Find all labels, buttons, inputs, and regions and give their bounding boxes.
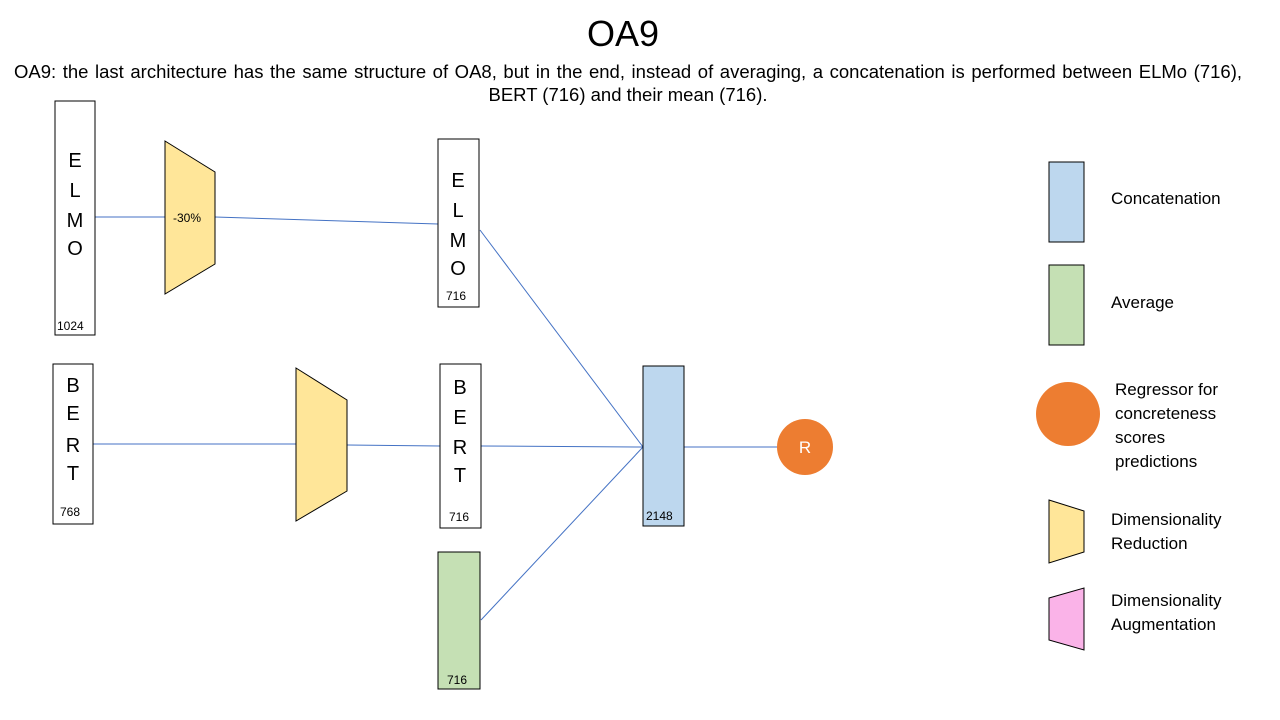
connector-bert-716-to-concat bbox=[480, 445, 644, 448]
legend-augmentation-label: Dimensionality Augmentation bbox=[1111, 591, 1222, 634]
elmo-input-letter: M bbox=[67, 210, 84, 232]
connector-reducer-to-bert-716 bbox=[346, 444, 441, 447]
elmo-reduced-block: E L M O 716 bbox=[437, 138, 480, 308]
legend-concatenation-label: Concatenation bbox=[1111, 189, 1221, 208]
regressor-label: R bbox=[799, 438, 811, 457]
bert-reduced-letter: E bbox=[453, 407, 466, 429]
connector-mean-to-concat bbox=[480, 446, 644, 621]
connector-elmo-716-to-concat bbox=[479, 229, 644, 448]
connector-reducer-to-elmo-716 bbox=[214, 216, 439, 225]
concat-block: 2148 bbox=[642, 365, 685, 527]
elmo-reduced-letter: L bbox=[452, 200, 463, 222]
legend-regressor-label: Regressor for concreteness scores predic… bbox=[1115, 380, 1218, 471]
elmo-input-letter: E bbox=[68, 150, 81, 172]
bert-input-dim: 768 bbox=[60, 505, 80, 519]
bert-reduced-letter: B bbox=[453, 377, 466, 399]
slide-title: OA9 bbox=[586, 13, 660, 54]
elmo-reduction-trapezoid: -30% bbox=[164, 140, 216, 295]
legend-average-label: Average bbox=[1111, 293, 1175, 312]
elmo-reduced-letter: E bbox=[451, 170, 464, 192]
legend-reduction-swatch bbox=[1048, 499, 1085, 564]
bert-reduction-trapezoid bbox=[295, 367, 348, 522]
mean-block: 716 bbox=[437, 551, 481, 690]
elmo-reduced-letter: M bbox=[450, 230, 467, 252]
bert-reduced-block: B E R T 716 bbox=[439, 363, 482, 529]
bert-reduced-letter: T bbox=[454, 465, 466, 487]
elmo-reduction-label: -30% bbox=[173, 211, 201, 225]
bert-input-letter: E bbox=[66, 403, 79, 425]
legend-average-swatch bbox=[1048, 264, 1085, 346]
bert-reduced-dim: 716 bbox=[449, 510, 469, 524]
elmo-input-block: E L M O 1024 bbox=[54, 100, 96, 336]
elmo-input-letter: L bbox=[69, 180, 80, 202]
bert-input-letter: B bbox=[66, 375, 79, 397]
mean-dim: 716 bbox=[447, 673, 467, 687]
regressor-node: R bbox=[777, 419, 833, 475]
elmo-input-dim: 1024 bbox=[57, 319, 84, 333]
legend-reduction-label: Dimensionality Reduction bbox=[1111, 510, 1222, 553]
connectors bbox=[93, 216, 778, 621]
concat-dim: 2148 bbox=[646, 509, 673, 523]
elmo-reduced-dim: 716 bbox=[446, 289, 466, 303]
bert-input-block: B E R T 768 bbox=[52, 363, 94, 525]
legend-regressor-swatch bbox=[1036, 382, 1100, 446]
slide-description: OA9: the last architecture has the same … bbox=[14, 61, 1242, 105]
bert-input-letter: R bbox=[66, 435, 80, 457]
bert-reduced-letter: R bbox=[453, 437, 467, 459]
legend bbox=[1036, 161, 1100, 651]
bert-input-letter: T bbox=[67, 463, 79, 485]
elmo-reduced-letter: O bbox=[450, 258, 466, 280]
legend-augmentation-swatch bbox=[1048, 587, 1085, 651]
elmo-input-letter: O bbox=[67, 238, 83, 260]
legend-concatenation-swatch bbox=[1048, 161, 1085, 243]
